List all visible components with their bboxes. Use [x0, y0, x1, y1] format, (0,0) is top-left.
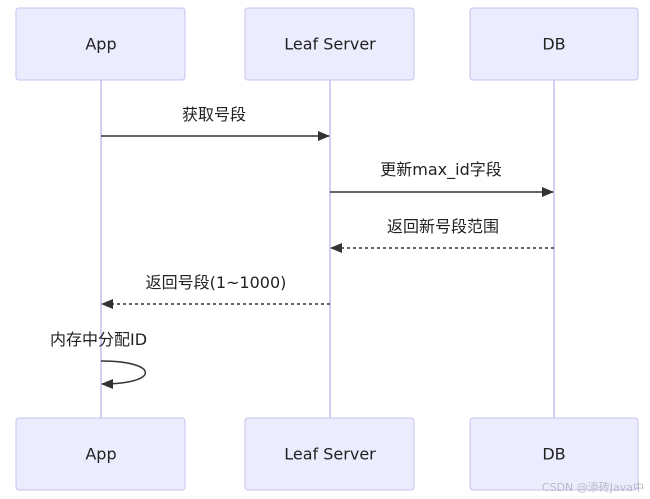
- watermark: CSDN @添砖Java中: [541, 481, 644, 494]
- actor-app-bottom: App: [15, 417, 186, 491]
- message-update-max-id-label: 更新max_id字段: [380, 160, 501, 180]
- actor-db-bottom: DB: [469, 417, 639, 491]
- actor-db-top: DB: [469, 7, 639, 81]
- actor-leaf-server-top-label: Leaf Server: [284, 35, 376, 54]
- message-self-allocate-arrow: [100, 360, 147, 389]
- message-return-segment-label: 返回号段(1~1000): [146, 273, 287, 292]
- actor-leaf-server-bottom: Leaf Server: [244, 417, 415, 491]
- actor-db-top-label: DB: [542, 35, 565, 54]
- actor-app-bottom-label: App: [85, 445, 116, 464]
- message-get-segment-label: 获取号段: [182, 105, 246, 124]
- message-return-new-segment-label: 返回新号段范围: [387, 217, 499, 236]
- actor-db-bottom-label: DB: [542, 445, 565, 464]
- actor-app-top: App: [15, 7, 186, 81]
- message-self-allocate-label: 内存中分配ID: [50, 330, 147, 349]
- actor-leaf-server-bottom-label: Leaf Server: [284, 445, 376, 464]
- actor-app-top-label: App: [85, 35, 116, 54]
- actor-leaf-server-top: Leaf Server: [244, 7, 415, 81]
